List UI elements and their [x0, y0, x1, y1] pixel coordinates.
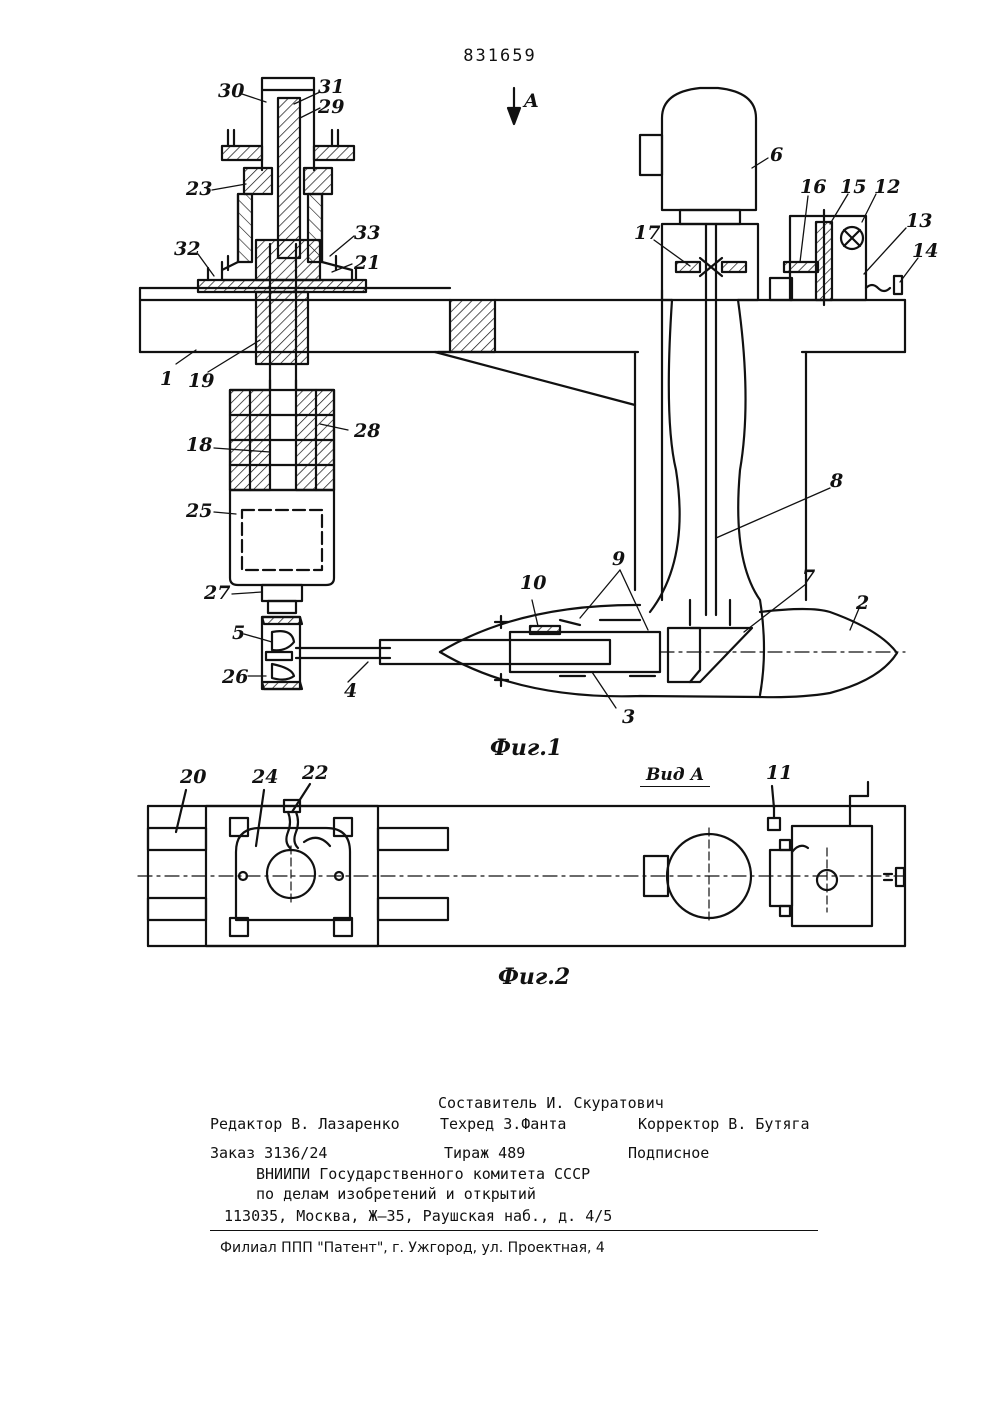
- order: Заказ 3136/24: [210, 1144, 327, 1162]
- label-19: 19: [188, 372, 214, 391]
- label-33: 33: [354, 224, 380, 243]
- view-a-title: Вид А: [640, 765, 710, 787]
- label-31: 31: [318, 78, 344, 97]
- label-26: 26: [222, 668, 248, 687]
- corrector: Корректор В. Бутяга: [638, 1115, 810, 1133]
- label-27: 27: [204, 584, 230, 603]
- gearbox: [668, 628, 752, 682]
- figure1-caption: Фиг.1: [490, 735, 562, 761]
- label-32: 32: [174, 240, 200, 259]
- technical-drawing: [0, 0, 1000, 1000]
- figure2-caption: Фиг.2: [498, 964, 570, 990]
- drive-motor: [230, 490, 334, 613]
- spindle-housing: [198, 78, 366, 390]
- label-7: 7: [802, 568, 815, 587]
- label-11: 11: [766, 764, 792, 783]
- view-marker: A: [524, 92, 539, 111]
- label-2: 2: [856, 594, 869, 613]
- organization-line-1: ВНИИПИ Государственного комитета СССР: [256, 1165, 590, 1183]
- label-4: 4: [344, 682, 357, 701]
- label-28: 28: [354, 422, 380, 441]
- label-23: 23: [186, 180, 212, 199]
- label-25: 25: [186, 502, 212, 521]
- branch-address: Филиал ППП "Патент", г. Ужгород, ул. Про…: [220, 1240, 605, 1256]
- label-1: 1: [160, 370, 173, 389]
- footer-divider: [210, 1230, 818, 1231]
- label-9: 9: [612, 550, 625, 569]
- label-14: 14: [912, 242, 938, 261]
- label-22: 22: [302, 764, 328, 783]
- label-18: 18: [186, 436, 212, 455]
- techred: Техред З.Фанта: [440, 1115, 566, 1133]
- label-21: 21: [354, 254, 380, 273]
- drive-tube: [380, 616, 660, 686]
- compiler: Составитель И. Скуратович: [438, 1094, 664, 1112]
- label-12: 12: [874, 178, 900, 197]
- view-arrow: [508, 88, 520, 124]
- subscription: Подписное: [628, 1144, 709, 1162]
- label-29: 29: [318, 98, 344, 117]
- vertical-shaft: [690, 224, 730, 625]
- shaft: [296, 648, 905, 658]
- label-3: 3: [622, 708, 635, 727]
- label-24: 24: [252, 768, 278, 787]
- label-13: 13: [906, 212, 932, 231]
- circulation: Тираж 489: [444, 1144, 525, 1162]
- label-20: 20: [180, 768, 206, 787]
- frame-view: [138, 782, 905, 946]
- label-6: 6: [770, 146, 783, 165]
- label-10: 10: [520, 574, 546, 593]
- organization-line-2: по делам изобретений и открытий: [256, 1185, 536, 1203]
- propeller-hub: [262, 617, 302, 689]
- label-16: 16: [800, 178, 826, 197]
- label-8: 8: [830, 472, 843, 491]
- coupling: [676, 258, 746, 276]
- label-15: 15: [840, 178, 866, 197]
- beam: [140, 288, 905, 405]
- editor: Редактор В. Лазаренко: [210, 1115, 400, 1133]
- label-30: 30: [218, 82, 244, 101]
- label-17: 17: [634, 224, 660, 243]
- address: 113035, Москва, Ж–35, Раушская наб., д. …: [224, 1207, 612, 1225]
- clutch-mechanism: [770, 210, 902, 305]
- weight-stack: [230, 380, 334, 490]
- label-5: 5: [232, 624, 245, 643]
